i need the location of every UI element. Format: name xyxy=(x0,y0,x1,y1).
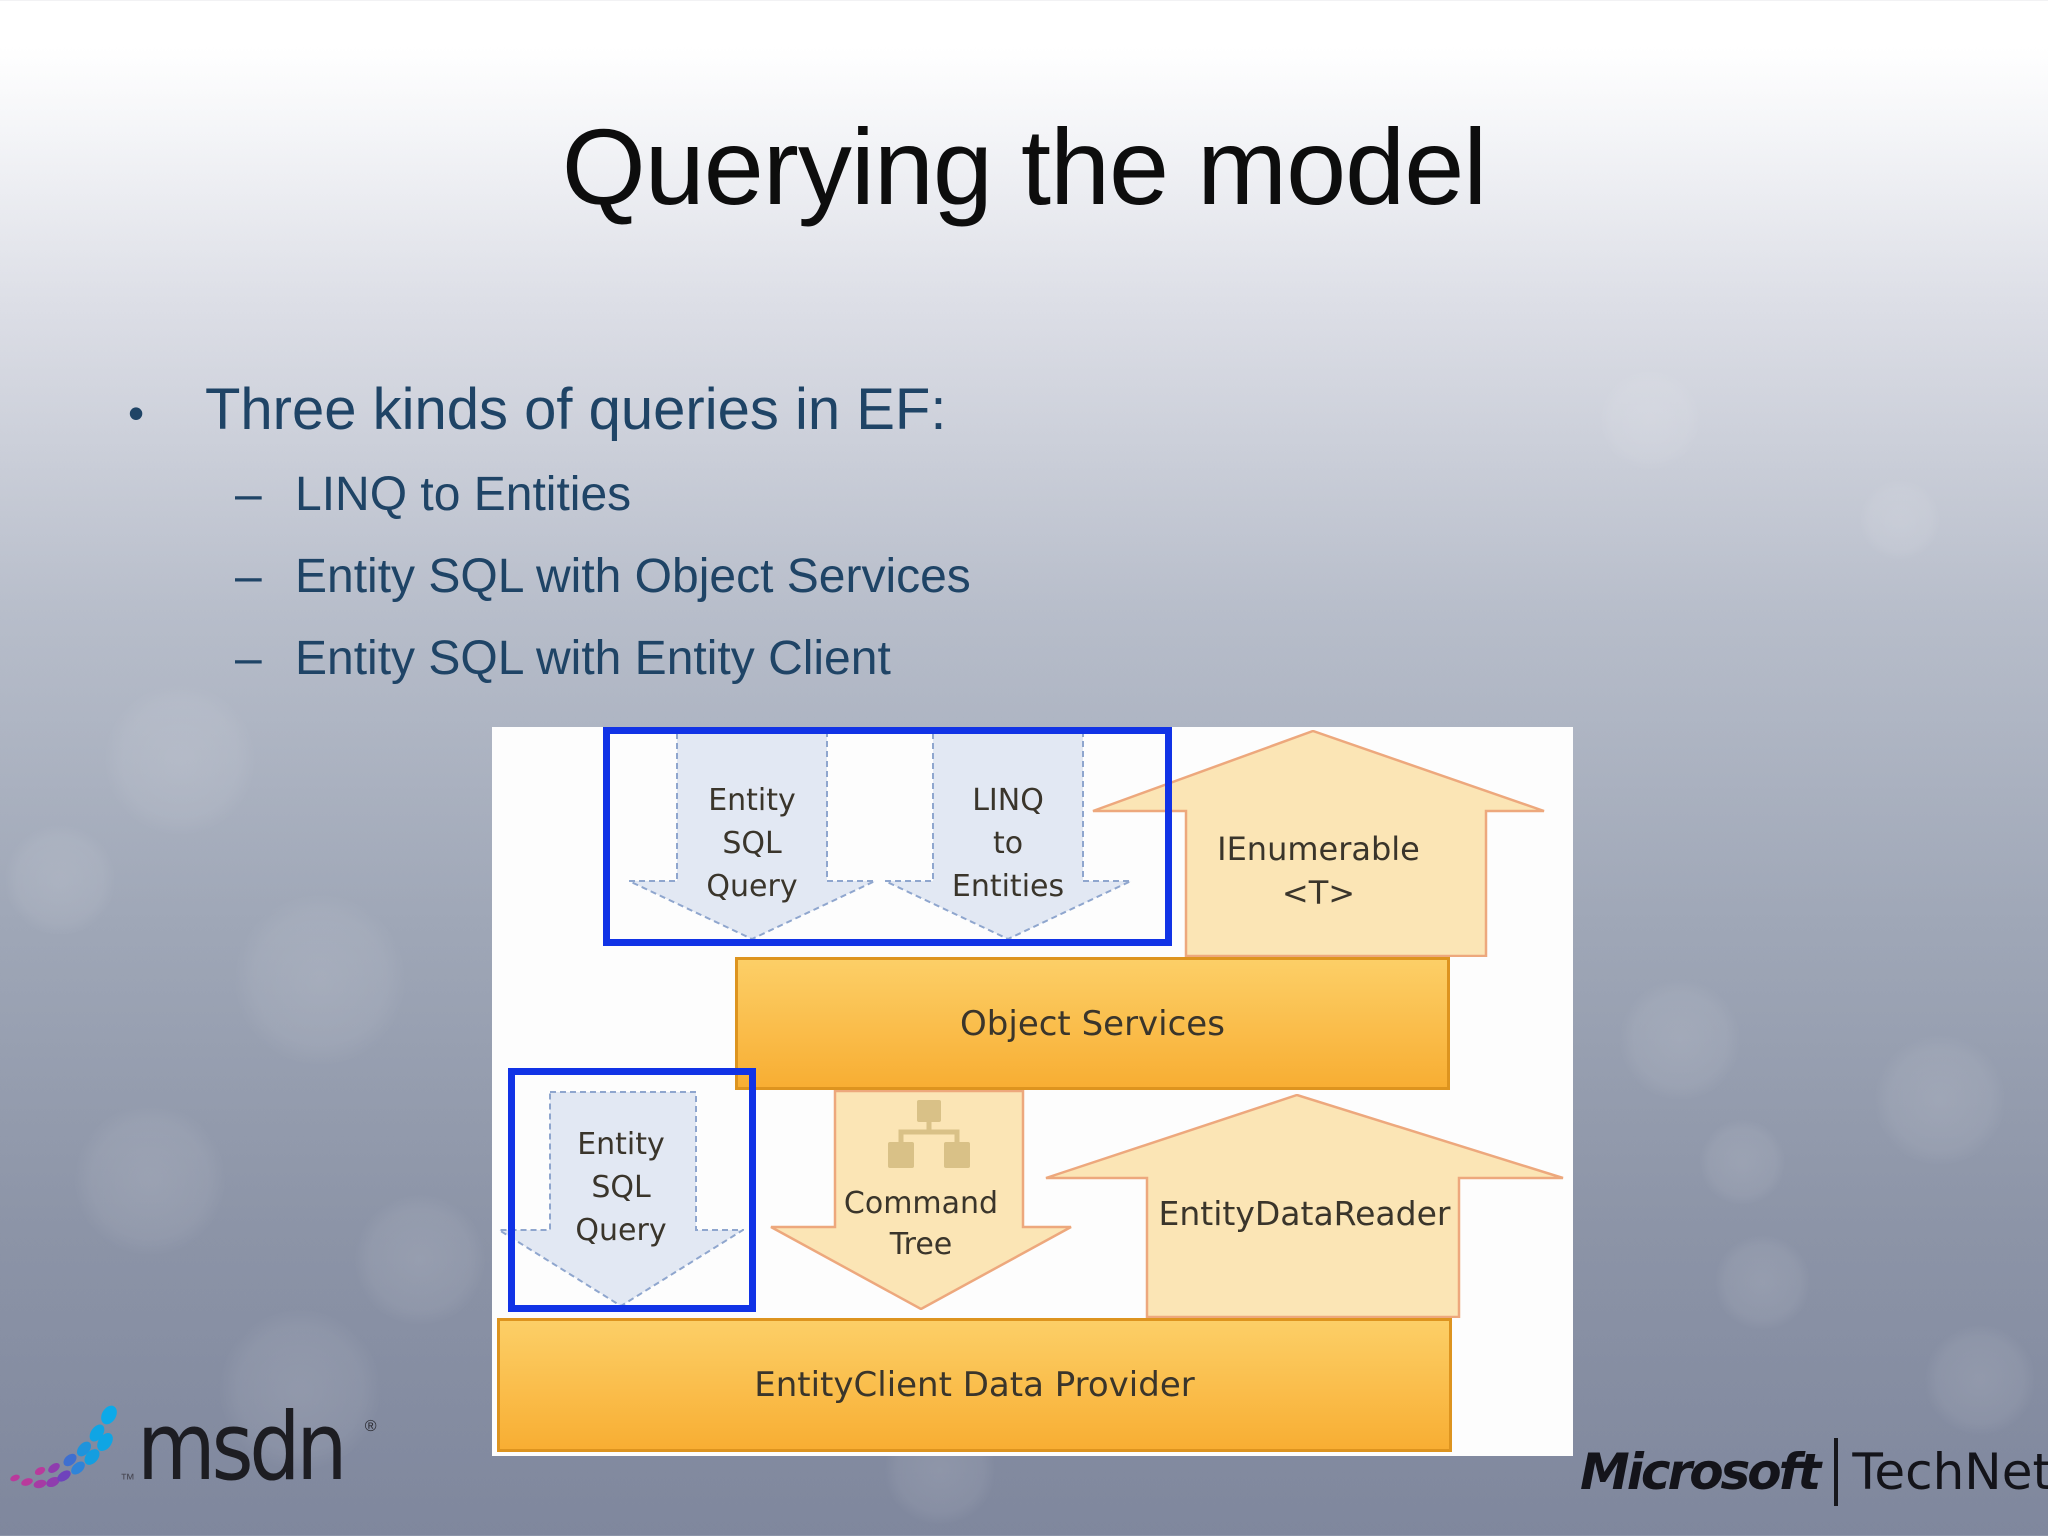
bokeh-circle xyxy=(1875,1035,2005,1165)
bokeh-circle xyxy=(1620,980,1740,1100)
entity-sql-query-down-arrow xyxy=(628,730,876,940)
bokeh-circle xyxy=(75,1105,225,1255)
msdn-logo: ™ msdn ® xyxy=(8,1393,377,1502)
msdn-trademark: ™ xyxy=(120,1471,135,1488)
bokeh-circle xyxy=(235,895,405,1065)
bokeh-circle xyxy=(5,825,115,935)
linq-to-entities-down-arrow xyxy=(884,730,1132,940)
bottom-highlight-box xyxy=(508,1068,756,1312)
msdn-wordmark: msdn xyxy=(137,1393,348,1502)
bullet-text: Three kinds of queries in EF: xyxy=(205,377,947,442)
label-line: SQL xyxy=(722,826,782,861)
bullet-item: • Three kinds of queries in EF: xyxy=(128,372,971,451)
sub-bullet-marker: – xyxy=(235,550,262,603)
ienumerable-up-arrow xyxy=(1092,730,1545,957)
ef-query-architecture-diagram: Entity SQL Query LINQ to Entities IEnume… xyxy=(492,727,1573,1456)
bokeh-circle xyxy=(105,685,255,835)
label-line: to xyxy=(992,826,1024,861)
logo-separator xyxy=(1834,1438,1839,1506)
msdn-registered-mark: ® xyxy=(364,1418,377,1435)
entity-client-data-provider-label: EntityClient Data Provider xyxy=(754,1365,1195,1405)
bokeh-circle xyxy=(1860,480,1940,560)
command-tree-down-arrow xyxy=(770,1090,1072,1310)
entity-sql-query-label-2: Entity SQL Query xyxy=(498,1123,744,1252)
entity-data-reader-up-arrow xyxy=(1045,1094,1564,1318)
bokeh-circle xyxy=(1700,1120,1785,1205)
technet-wordmark: TechNet xyxy=(1852,1443,2048,1501)
label-line: Entity xyxy=(708,783,796,818)
label-line: Entities xyxy=(951,869,1065,904)
microsoft-technet-logo: Microsoft TechNet xyxy=(1580,1438,2048,1506)
entity-data-reader-label: EntityDataReader xyxy=(1158,1194,1451,1233)
sub-bullet-item: – LINQ to Entities xyxy=(235,457,971,533)
bokeh-circle xyxy=(1600,370,1700,470)
sub-bullet-text: Entity SQL with Entity Client xyxy=(295,632,891,685)
bokeh-circle xyxy=(355,1195,485,1325)
entity-sql-query-label: Entity SQL Query xyxy=(628,779,876,908)
label-line: <T> xyxy=(1281,874,1356,912)
label-line: Query xyxy=(575,1213,667,1248)
top-highlight-box xyxy=(603,727,1172,946)
command-tree-label: Command Tree xyxy=(770,1183,1072,1265)
bullet-list: • Three kinds of queries in EF: – LINQ t… xyxy=(128,372,971,697)
label-line: Query xyxy=(706,869,798,904)
sub-bullet-marker: – xyxy=(235,468,262,521)
object-services-label: Object Services xyxy=(960,1003,1225,1044)
msdn-swoosh-icon xyxy=(10,1405,117,1489)
label-line: Command xyxy=(843,1186,999,1221)
label-line: SQL xyxy=(591,1170,651,1205)
bokeh-circle xyxy=(1925,1325,2035,1435)
sub-bullet-marker: – xyxy=(235,632,262,685)
label-line: Entity xyxy=(577,1127,665,1162)
sub-bullet-item: – Entity SQL with Object Services xyxy=(235,539,971,615)
label-line: Tree xyxy=(889,1227,953,1262)
command-tree-icon xyxy=(888,1100,970,1168)
label-line: LINQ xyxy=(972,783,1044,818)
bokeh-circle xyxy=(1715,1235,1810,1330)
label-line: IEnumerable xyxy=(1217,830,1420,868)
bullet-marker: • xyxy=(128,387,145,439)
entity-sql-query-down-arrow-2 xyxy=(498,1091,744,1307)
linq-to-entities-label: LINQ to Entities xyxy=(884,779,1132,908)
entity-client-data-provider-bar: EntityClient Data Provider xyxy=(497,1318,1452,1452)
ienumerable-label: IEnumerable <T> xyxy=(1092,827,1545,915)
sub-bullet-item: – Entity SQL with Entity Client xyxy=(235,621,971,697)
sub-bullet-text: LINQ to Entities xyxy=(295,468,632,521)
microsoft-wordmark: Microsoft xyxy=(1580,1443,1821,1501)
sub-bullet-text: Entity SQL with Object Services xyxy=(295,550,971,603)
object-services-bar: Object Services xyxy=(735,957,1450,1090)
page-title: Querying the model xyxy=(561,106,1488,227)
